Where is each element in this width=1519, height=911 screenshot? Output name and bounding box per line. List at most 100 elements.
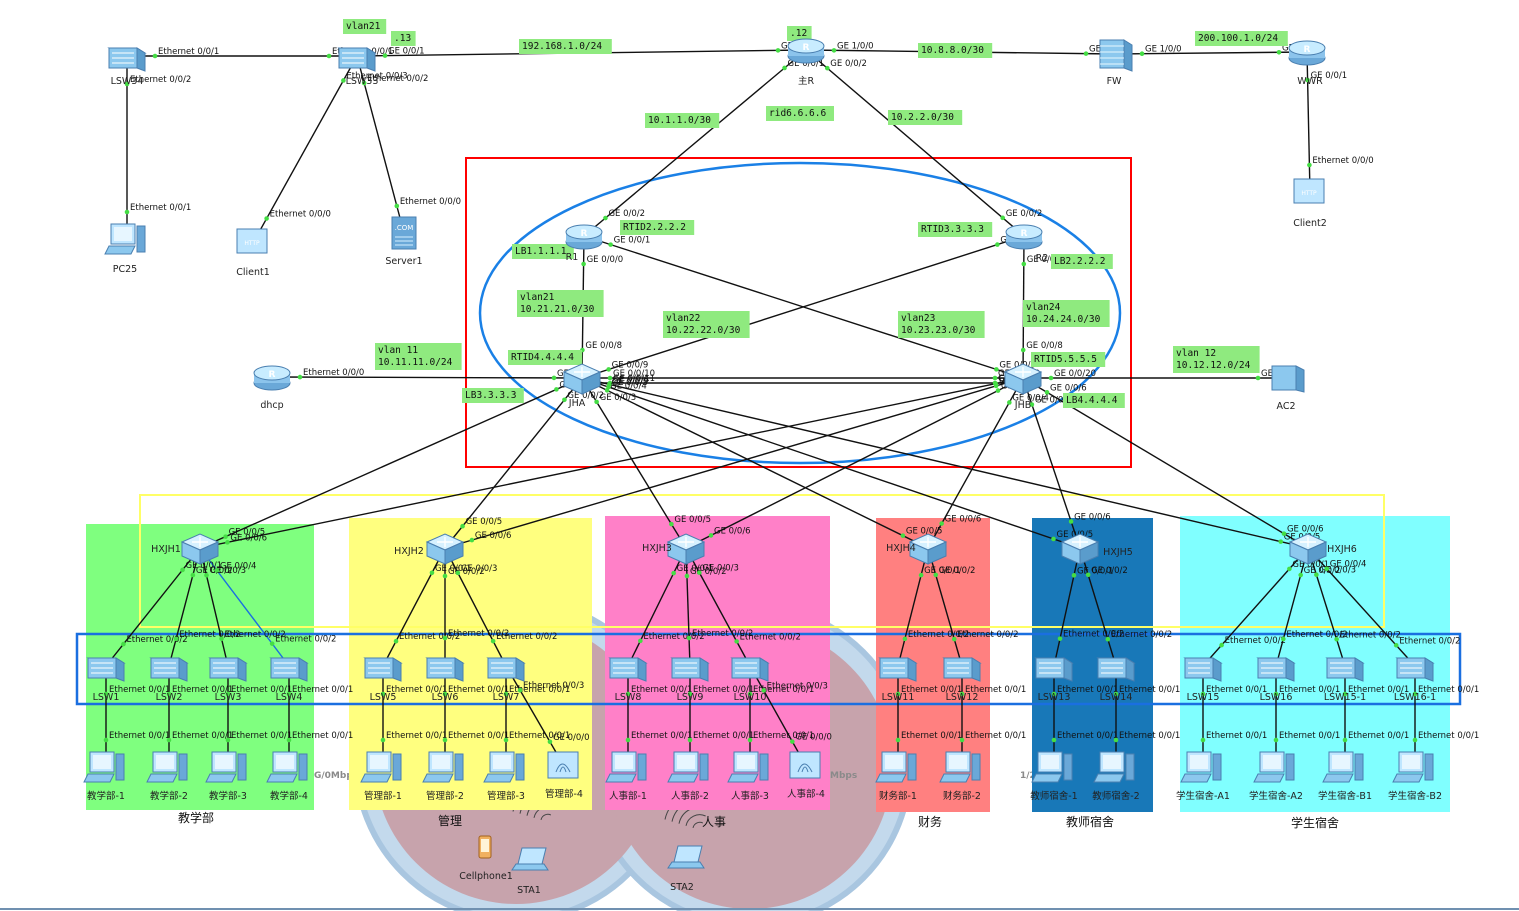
node-jx3[interactable]: 教学部-3: [205, 751, 247, 802]
link-LSW7-gl4[interactable]: [505, 665, 565, 767]
link-HXJH3-LSW10[interactable]: [685, 547, 751, 667]
node-rs4[interactable]: 人事部-4: [787, 751, 825, 800]
link-main-R1[interactable]: [583, 49, 807, 237]
node-r1[interactable]: RR1: [565, 224, 603, 263]
link-JHA-HXJH2[interactable]: [444, 377, 583, 549]
node-rs1[interactable]: 人事部-1: [605, 751, 647, 802]
node-gl4[interactable]: 管理部-4: [545, 751, 583, 800]
node-rs3[interactable]: 人事部-3: [727, 751, 769, 802]
node-lsw3[interactable]: LSW3: [208, 657, 248, 703]
link-JHA-HXJH6[interactable]: [581, 377, 1309, 549]
link-LSW10-rs4[interactable]: [749, 665, 807, 767]
node-lsw13[interactable]: LSW13: [1034, 657, 1074, 703]
node-gl1[interactable]: 管理部-1: [360, 751, 402, 802]
node-hxjh6[interactable]: HXJH6: [1288, 533, 1357, 565]
node-lsw11[interactable]: LSW11: [878, 657, 918, 703]
link-HXJH4-LSW11[interactable]: [897, 547, 929, 667]
link-HXJH2-LSW7[interactable]: [444, 547, 507, 667]
node-cw2[interactable]: 财务部-2: [939, 751, 981, 802]
node-hxjh2[interactable]: HXJH2: [394, 533, 465, 565]
node-gl3[interactable]: 管理部-3: [483, 751, 525, 802]
link-JHB-HXJH3[interactable]: [685, 377, 1024, 549]
node-hxjh5[interactable]: HXJH5: [1060, 533, 1133, 565]
node-rs2[interactable]: 人事部-2: [667, 751, 709, 802]
node-r2[interactable]: RR2: [1005, 224, 1048, 264]
node-sta1[interactable]: STA1: [511, 847, 549, 896]
node-js2[interactable]: 教师宿舍-2: [1092, 751, 1140, 802]
link-HXJH4-LSW12[interactable]: [927, 547, 963, 667]
link-HXJH3-LSW8[interactable]: [627, 547, 687, 667]
link-JHA-HXJH3[interactable]: [581, 377, 687, 549]
node-lsw4[interactable]: LSW4: [269, 657, 309, 703]
node-lsw10[interactable]: LSW10: [730, 657, 770, 703]
link-HXJH5-LSW13[interactable]: [1053, 547, 1081, 667]
link-HXJH6-LSW16[interactable]: [1275, 547, 1309, 667]
node-jx1[interactable]: 教学部-1: [83, 751, 125, 802]
port-dot: [959, 691, 965, 697]
port-dot: [1029, 402, 1035, 407]
link-WWR-Client2[interactable]: [1306, 51, 1311, 194]
link-JHA-HXJH1[interactable]: [199, 377, 583, 549]
link-HXJH2-LSW5[interactable]: [382, 547, 446, 667]
link-HXJH3-LSW9[interactable]: [685, 547, 691, 667]
link-FW-WWR[interactable]: [1113, 51, 1308, 55]
node-jha[interactable]: JHA: [562, 363, 602, 409]
link-JHB-HXJH2[interactable]: [444, 377, 1024, 549]
link-HXJH1-LSW4[interactable]: [199, 547, 290, 667]
node-main[interactable]: R主R: [787, 38, 825, 87]
node-lsw16[interactable]: LSW16: [1256, 657, 1296, 703]
node-hxjh4[interactable]: HXJH4: [886, 533, 948, 565]
node-hxjh1[interactable]: HXJH1: [151, 533, 220, 565]
node-fw[interactable]: FW: [1099, 39, 1133, 87]
link-main-R2[interactable]: [805, 49, 1025, 237]
node-xa1[interactable]: 学生宿舍-A1: [1176, 751, 1230, 802]
node-xb2[interactable]: 学生宿舍-B2: [1388, 751, 1442, 802]
link-R2-JHA[interactable]: [581, 235, 1025, 379]
link-JHA-HXJH5[interactable]: [581, 377, 1081, 549]
link-HXJH1-LSW1[interactable]: [105, 547, 201, 667]
link-LSW33-Server1[interactable]: [356, 55, 405, 234]
node-lsw1[interactable]: LSW1: [86, 657, 126, 703]
node-jx4[interactable]: 教学部-4: [266, 751, 308, 802]
link-JHB-HXJH4[interactable]: [927, 377, 1024, 549]
link-JHB-HXJH1[interactable]: [199, 377, 1024, 549]
node-lsw15[interactable]: LSW15: [1183, 657, 1223, 703]
node-lsw7[interactable]: LSW7: [486, 657, 526, 703]
node-ac2[interactable]: AC2: [1271, 365, 1305, 412]
node-pc25[interactable]: PC25: [104, 223, 146, 275]
node-lsw5[interactable]: LSW5: [363, 657, 403, 703]
link-HXJH1-LSW3[interactable]: [199, 547, 229, 667]
node-cw1[interactable]: 财务部-1: [875, 751, 917, 802]
link-HXJH1-LSW2[interactable]: [168, 547, 201, 667]
node-jhb[interactable]: JHB: [1003, 363, 1043, 411]
node-cellphone1[interactable]: Cellphone1: [459, 835, 513, 882]
node-gl2[interactable]: 管理部-2: [422, 751, 464, 802]
node-lsw8[interactable]: LSW8: [608, 657, 648, 703]
node-lsw6[interactable]: LSW6: [425, 657, 465, 703]
node-xa2[interactable]: 学生宿舍-A2: [1249, 751, 1303, 802]
link-HXJH6-LSW15-1[interactable]: [1307, 547, 1346, 667]
link-HXJH5-LSW14[interactable]: [1079, 547, 1117, 667]
node-lsw2[interactable]: LSW2: [149, 657, 189, 703]
node-lsw14[interactable]: LSW14: [1096, 657, 1136, 703]
node-lsw12[interactable]: LSW12: [942, 657, 982, 703]
port-dot: [341, 78, 346, 83]
node-lsw9[interactable]: LSW9: [670, 657, 710, 703]
node-hxjh3[interactable]: HXJH3: [642, 533, 706, 565]
node-lsw15-1[interactable]: LSW15-1: [1324, 657, 1366, 703]
node-sta2[interactable]: STA2: [667, 845, 705, 893]
link-LSW33-Client1[interactable]: [252, 55, 358, 244]
node-lsw33[interactable]: LSW33: [337, 47, 378, 87]
link-JHA-HXJH4[interactable]: [581, 377, 929, 549]
link-dhcp-JHA[interactable]: [271, 376, 583, 379]
node-lsw16-1[interactable]: LSW16-1: [1394, 657, 1436, 703]
node-xb1[interactable]: 学生宿舍-B1: [1318, 751, 1372, 802]
node-jx2[interactable]: 教学部-2: [146, 751, 188, 802]
node-lsw34[interactable]: LSW34: [107, 47, 147, 87]
node-js1[interactable]: 教师宿舍-1: [1030, 751, 1078, 802]
